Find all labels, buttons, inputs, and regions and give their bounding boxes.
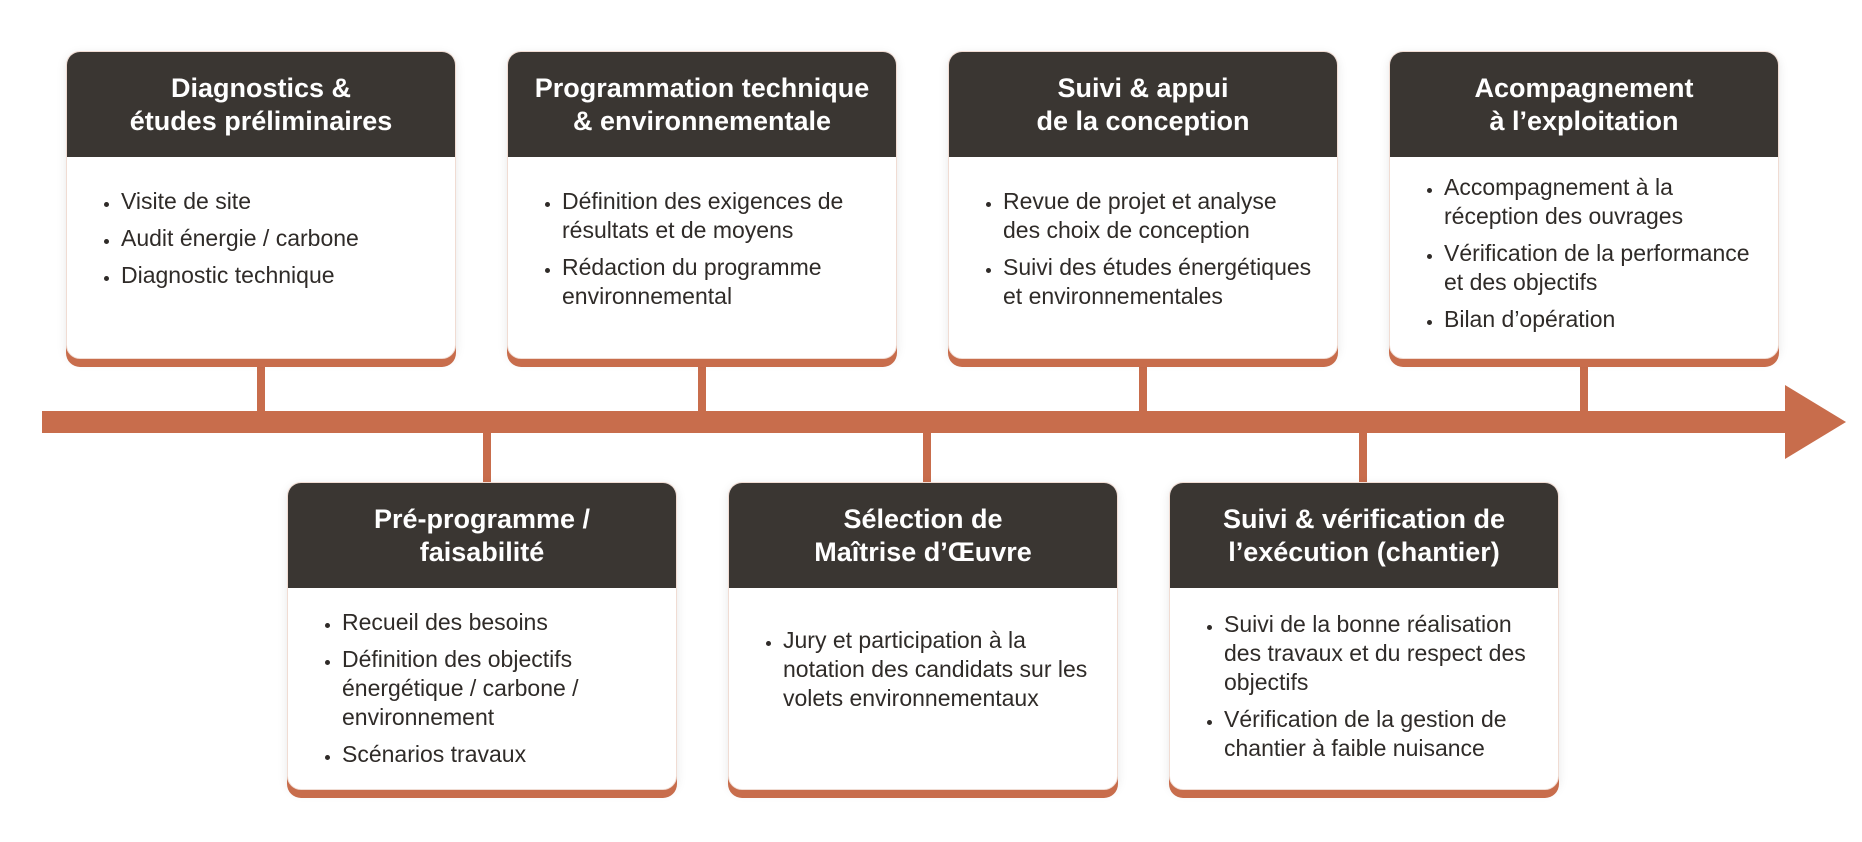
step-items: Revue de projet et analyse des choix de … <box>979 187 1319 311</box>
connector-top-4 <box>1580 362 1588 414</box>
step-item: Suivi de la bonne réalisation des travau… <box>1224 610 1540 697</box>
connector-top-2 <box>698 362 706 414</box>
step-card-selection-moe: Sélection de Maîtrise d’Œuvre Jury et pa… <box>728 482 1118 790</box>
step-item: Visite de site <box>121 187 437 216</box>
step-title: Pré-programme / faisabilité <box>288 483 676 588</box>
step-title: Programmation technique & environnementa… <box>508 52 896 157</box>
step-item: Scénarios travaux <box>342 740 658 769</box>
step-item: Accompagnement à la réception des ouvrag… <box>1444 173 1772 231</box>
step-items: Suivi de la bonne réalisation des travau… <box>1200 610 1540 763</box>
timeline-arrowhead <box>1785 385 1846 459</box>
step-card-diagnostics: Diagnostics & études préliminaires Visit… <box>66 51 456 359</box>
connector-bottom-2 <box>923 430 931 482</box>
connector-bottom-1 <box>483 430 491 482</box>
step-item: Diagnostic technique <box>121 261 437 290</box>
step-card-preprogramme: Pré-programme / faisabilité Recueil des … <box>287 482 677 790</box>
step-card-execution: Suivi & vérification de l’exécution (cha… <box>1169 482 1559 790</box>
step-item: Définition des objectifs énergétique / c… <box>342 645 658 732</box>
timeline-line <box>42 411 1790 433</box>
step-item: Recueil des besoins <box>342 608 658 637</box>
step-card-programmation: Programmation technique & environnementa… <box>507 51 897 359</box>
step-items: Recueil des besoins Définition des objec… <box>318 608 658 769</box>
step-item: Revue de projet et analyse des choix de … <box>1003 187 1319 245</box>
step-title: Acompagnement à l’exploitation <box>1390 52 1778 157</box>
step-card-exploitation: Acompagnement à l’exploitation Accompagn… <box>1389 51 1779 359</box>
step-item: Vérification de la performance et des ob… <box>1444 239 1772 297</box>
step-item: Vérification de la gestion de chantier à… <box>1224 705 1540 763</box>
step-items: Définition des exigences de résultats et… <box>538 187 878 311</box>
step-item: Suivi des études énergétiques et environ… <box>1003 253 1319 311</box>
step-card-conception: Suivi & appui de la conception Revue de … <box>948 51 1338 359</box>
step-title: Diagnostics & études préliminaires <box>67 52 455 157</box>
step-items: Jury et participation à la notation des … <box>759 626 1105 713</box>
connector-top-1 <box>257 362 265 414</box>
connector-bottom-3 <box>1359 430 1367 482</box>
connector-top-3 <box>1139 362 1147 414</box>
step-item: Rédaction du programme environnemental <box>562 253 878 311</box>
step-items: Accompagnement à la réception des ouvrag… <box>1420 173 1772 334</box>
step-item: Bilan d’opération <box>1444 305 1772 334</box>
step-items: Visite de site Audit énergie / carbone D… <box>97 187 437 290</box>
step-item: Définition des exigences de résultats et… <box>562 187 878 245</box>
step-title: Suivi & vérification de l’exécution (cha… <box>1170 483 1558 588</box>
step-title: Sélection de Maîtrise d’Œuvre <box>729 483 1117 588</box>
step-item: Jury et participation à la notation des … <box>783 626 1105 713</box>
step-title: Suivi & appui de la conception <box>949 52 1337 157</box>
step-item: Audit énergie / carbone <box>121 224 437 253</box>
